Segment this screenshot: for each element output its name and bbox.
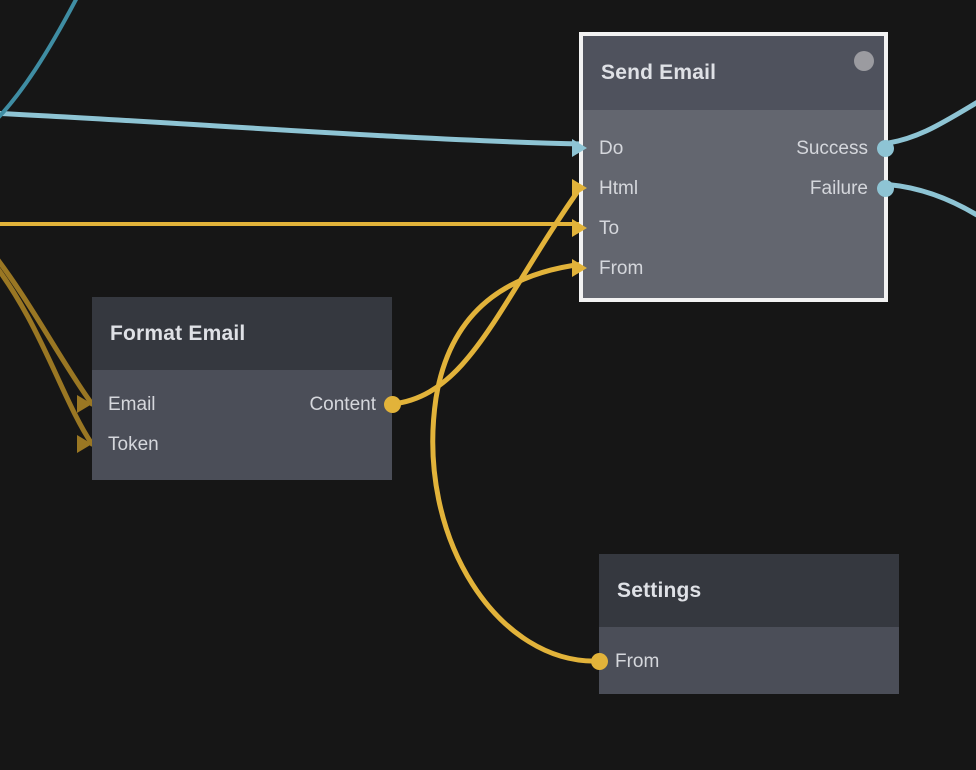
pin-row: Do Success — [583, 128, 884, 168]
pin-dot-icon — [590, 652, 608, 670]
output-pin-label-content: Content — [309, 393, 376, 415]
wire-success-to-offscreen[interactable] — [878, 96, 976, 147]
pin-row: To — [583, 208, 884, 248]
wire-offscreen-exec-diagonal[interactable] — [0, 0, 82, 128]
pin-arrow-icon — [572, 179, 587, 197]
output-pin-label-success: Success — [796, 137, 868, 159]
status-indicator-icon[interactable] — [854, 51, 874, 71]
wire-content-to-html[interactable] — [389, 181, 586, 407]
pin-row: Html Failure — [583, 168, 884, 208]
pin-row: From — [599, 641, 899, 681]
pin-dot-icon — [876, 179, 894, 197]
input-pin-label-html: Html — [599, 177, 639, 199]
node-header[interactable]: Settings — [599, 554, 899, 627]
node-title: Send Email — [601, 61, 717, 84]
pin-arrow-icon — [572, 139, 587, 157]
input-pin-label-token: Token — [108, 433, 159, 455]
input-pin-label-do: Do — [599, 137, 624, 159]
wire-settings-from-to-from[interactable] — [430, 261, 602, 664]
pin-row: From — [583, 248, 884, 288]
pin-arrow-icon — [77, 435, 92, 453]
pin-dot-icon — [383, 395, 401, 413]
pin-row: Email Content — [92, 384, 392, 424]
input-pin-label-email: Email — [108, 393, 156, 415]
output-pin-label-from: From — [615, 650, 660, 672]
node-title: Settings — [617, 578, 702, 602]
node-header[interactable]: Format Email — [92, 297, 392, 370]
wire-offscreen-to-token[interactable] — [0, 256, 95, 447]
input-pin-label-to: To — [599, 217, 620, 239]
node-body: From — [599, 627, 899, 694]
wire-offscreen-to-do[interactable] — [0, 110, 586, 147]
pin-arrow-icon — [572, 219, 587, 237]
wire-offscreen-to-email[interactable] — [0, 247, 95, 407]
input-pin-label-from: From — [599, 257, 644, 279]
node-title: Format Email — [110, 321, 246, 345]
output-pin-label-failure: Failure — [809, 177, 868, 199]
node-header[interactable]: Send Email — [583, 36, 884, 110]
wire-failure-to-offscreen[interactable] — [878, 181, 976, 222]
pin-arrow-icon — [572, 259, 587, 277]
pin-dot-icon — [876, 139, 894, 157]
pin-arrow-icon — [77, 395, 92, 413]
pin-row: Token — [92, 424, 392, 464]
